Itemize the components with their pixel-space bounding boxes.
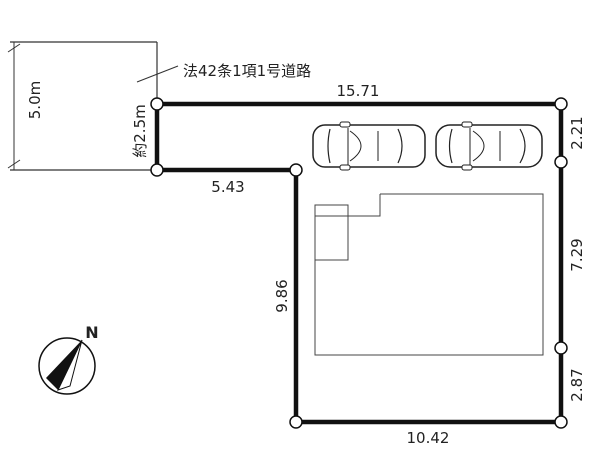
parked-car-1 xyxy=(312,121,426,171)
dimension-right-upper: 2.21 xyxy=(568,116,586,149)
corner-marker xyxy=(289,415,303,429)
dimension-left-lower: 9.86 xyxy=(273,279,291,312)
dimension-step: 5.43 xyxy=(211,178,244,196)
road-width-label: 5.0m xyxy=(26,81,44,119)
corner-marker xyxy=(554,155,568,169)
road-label: 法42条1項1号道路 xyxy=(183,62,311,80)
building-footprint xyxy=(314,193,544,356)
north-label: N xyxy=(85,323,98,342)
corner-marker xyxy=(554,97,568,111)
road-area xyxy=(7,41,179,171)
corner-marker xyxy=(289,163,303,177)
dimension-right-lower: 2.87 xyxy=(568,368,586,401)
road-approx-width-label: 約2.5m xyxy=(131,104,149,157)
north-compass-icon xyxy=(38,337,96,395)
corner-marker xyxy=(554,415,568,429)
corner-marker xyxy=(150,97,164,111)
boundary-markers xyxy=(150,97,568,429)
corner-marker xyxy=(150,163,164,177)
dimension-right-middle: 7.29 xyxy=(568,238,586,271)
parked-car-2 xyxy=(435,121,543,171)
corner-marker xyxy=(554,341,568,355)
dimension-bottom: 10.42 xyxy=(407,429,450,447)
dimension-top: 15.71 xyxy=(337,82,380,100)
